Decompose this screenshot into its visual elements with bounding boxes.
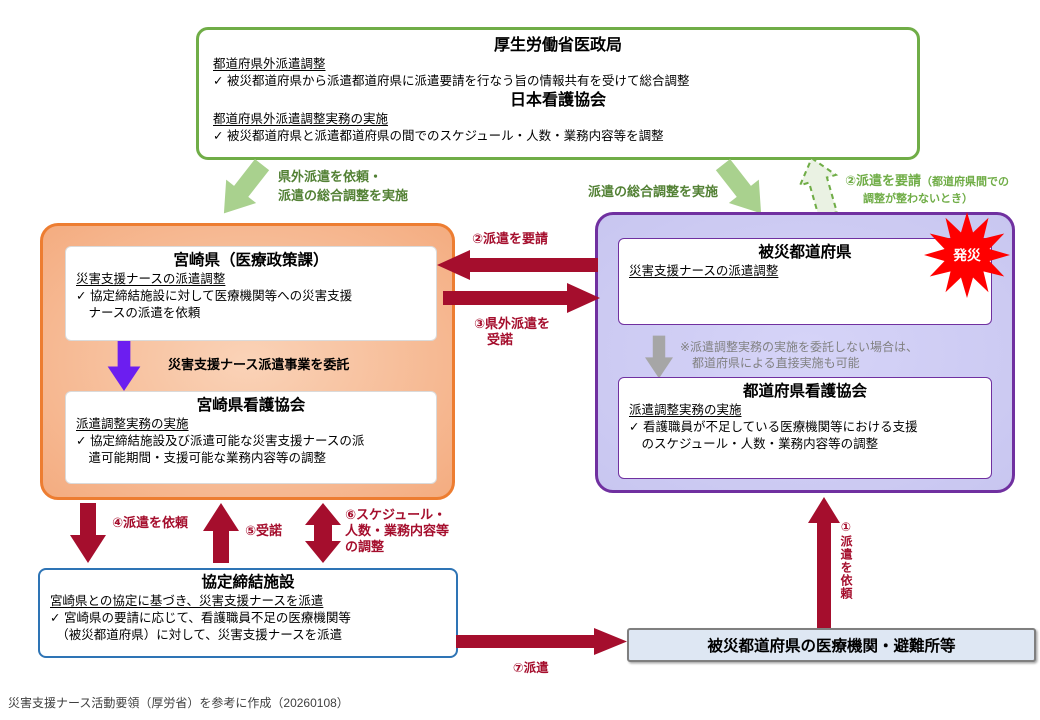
delegate-label: 災害支援ナース派遣事業を委託 bbox=[168, 357, 350, 372]
disaster-pref-title: 被災都道府県 bbox=[758, 244, 852, 261]
step7-label: ⑦派遣 bbox=[513, 661, 549, 675]
national-orgs-box: 厚生労働省医政局 都道府県外派遣調整 ✓ 被災都道府県から派遣都道府県に派遣要請… bbox=[196, 27, 920, 160]
disaster-assoc-title: 都道府県看護協会 bbox=[742, 383, 867, 400]
conditional-request-label: ②派遣を要請（都道府県間での 調整が整わないとき） bbox=[845, 170, 1040, 206]
mhlw-role: 都道府県外派遣調整 bbox=[213, 57, 326, 71]
jna-role: 都道府県外派遣調整実務の実施 bbox=[213, 112, 389, 126]
miyazaki-prefecture-box: 宮崎県（医療政策課） 災害支援ナースの派遣調整 ✓ 協定締結施設に対して医療機関… bbox=[40, 223, 455, 500]
facility-title: 協定締結施設 bbox=[201, 574, 295, 591]
accept-arrow-up-icon bbox=[203, 503, 239, 563]
miyazaki-assoc-detail: ✓ 協定締結施設及び派遣可能な災害支援ナースの派 遣可能期間・支援可能な業務内容… bbox=[76, 434, 365, 465]
request-arrow-left-icon bbox=[437, 250, 598, 280]
dispatch-arrow-right-icon bbox=[456, 628, 627, 655]
jna-detail: ✓ 被災都道府県と派遣都道府県の間でのスケジュール・人数・業務内容等を調整 bbox=[213, 129, 664, 143]
green-arrow-down-right-icon bbox=[712, 158, 772, 220]
miyazaki-pref-role: 災害支援ナースの派遣調整 bbox=[76, 272, 226, 286]
step6-label: ⑥スケジュール・ 人数・業務内容等 の調整 bbox=[345, 507, 450, 554]
disaster-pref-inner-box: 被災都道府県 災害支援ナースの派遣調整 bbox=[618, 238, 992, 325]
step4-label: ④派遣を依頼 bbox=[112, 515, 189, 530]
disaster-assoc-inner-box: 都道府県看護協会 派遣調整実務の実施 ✓ 看護職員が不足している医療機関等におけ… bbox=[618, 377, 992, 479]
destination-box: 被災都道府県の医療機関・避難所等 bbox=[627, 628, 1036, 662]
disaster-assoc-role: 派遣調整実務の実施 bbox=[629, 403, 742, 417]
conditional-request-main: ②派遣を要請 bbox=[845, 173, 922, 188]
left-green-arrow-label: 県外派遣を依頼・ 派遣の総合調整を実施 bbox=[278, 169, 409, 203]
request-dispatch-arrow-down-icon bbox=[70, 503, 106, 563]
mhlw-title: 厚生労働省医政局 bbox=[493, 37, 622, 54]
mhlw-detail: ✓ 被災都道府県から派遣都道府県に派遣要請を行なう旨の情報共有を受けて総合調整 bbox=[213, 74, 690, 88]
accept-arrow-right-icon bbox=[443, 283, 600, 313]
miyazaki-pref-detail: ✓ 協定締結施設に対して医療機関等への災害支援 ナースの派遣を依頼 bbox=[76, 289, 353, 320]
miyazaki-pref-title: 宮崎県（医療政策課） bbox=[173, 252, 329, 269]
step3-label: ③県外派遣を 受諾 bbox=[474, 316, 551, 347]
miyazaki-assoc-title: 宮崎県看護協会 bbox=[196, 397, 306, 414]
gray-arrow-down-icon bbox=[645, 335, 673, 379]
conditional-request-paren: （都道府県間での bbox=[921, 176, 1010, 188]
step1-label: ①派遣を依頼 bbox=[839, 520, 853, 600]
facility-role: 宮崎県との協定に基づき、災害支援ナースを派遣 bbox=[50, 594, 324, 608]
footnote: 災害支援ナース活動要領（厚労省）を参考に作成（20260108） bbox=[8, 696, 349, 710]
step5-label: ⑤受諾 bbox=[245, 523, 283, 538]
request-dispatch-arrow-up-icon bbox=[808, 497, 840, 628]
direct-implementation-note: ※派遣調整実務の実施を委託しない場合は、 都道府県による直接実施も可能 bbox=[680, 340, 919, 370]
disaster-pref-role: 災害支援ナースの派遣調整 bbox=[629, 264, 779, 278]
delegate-arrow-down-icon bbox=[105, 341, 143, 391]
disaster-burst-icon: 発災 bbox=[922, 212, 1012, 298]
disaster-burst-label: 発災 bbox=[952, 247, 981, 263]
miyazaki-assoc-role: 派遣調整実務の実施 bbox=[76, 417, 189, 431]
coordination-arrow-updown-icon bbox=[305, 503, 341, 563]
jna-title: 日本看護協会 bbox=[509, 92, 606, 109]
conditional-request-line2: 調整が整わないとき） bbox=[863, 193, 973, 205]
agreement-facility-box: 協定締結施設 宮崎県との協定に基づき、災害支援ナースを派遣 ✓ 宮崎県の要請に応… bbox=[38, 568, 458, 658]
dashed-green-arrow-up-icon bbox=[795, 156, 845, 219]
right-green-arrow-label: 派遣の総合調整を実施 bbox=[588, 184, 719, 199]
step2-label: ②派遣を要請 bbox=[472, 231, 549, 246]
disaster-assoc-detail: ✓ 看護職員が不足している医療機関等における支援 のスケジュール・人数・業務内容… bbox=[629, 420, 918, 451]
miyazaki-pref-inner-box: 宮崎県（医療政策課） 災害支援ナースの派遣調整 ✓ 協定締結施設に対して医療機関… bbox=[65, 246, 437, 341]
facility-detail: ✓ 宮崎県の要請に応じて、看護職員不足の医療機関等 （被災都道府県）に対して、災… bbox=[50, 611, 351, 642]
destination-title: 被災都道府県の医療機関・避難所等 bbox=[707, 638, 956, 655]
green-arrow-down-left-icon bbox=[213, 158, 273, 220]
miyazaki-assoc-inner-box: 宮崎県看護協会 派遣調整実務の実施 ✓ 協定締結施設及び派遣可能な災害支援ナース… bbox=[65, 391, 437, 484]
